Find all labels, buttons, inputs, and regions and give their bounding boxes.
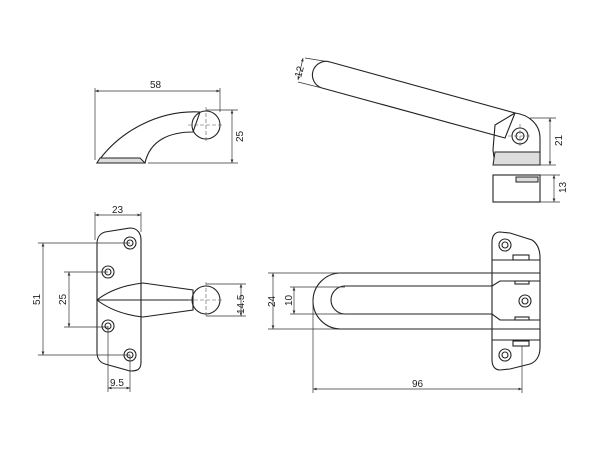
dim-arm-base-height: 21 [554, 134, 565, 146]
arm-view: 12 21 [293, 57, 565, 166]
block-view: 13 [492, 174, 569, 203]
dim-hole-spacing-outer: 51 [32, 293, 43, 305]
dim-side-width: 58 [150, 80, 162, 91]
dim-hole-spacing-inner: 25 [58, 293, 69, 305]
dim-arm-thickness: 12 [293, 65, 307, 79]
dim-plate-width: 23 [112, 205, 124, 216]
dim-ball-diameter: 14.5 [236, 294, 247, 314]
front-view-loop: 24 10 96 [267, 231, 541, 393]
dim-loop-length: 96 [412, 379, 424, 390]
side-view-knob: 58 25 [94, 80, 246, 164]
front-view-knob: 23 51 25 14.5 9.5 [32, 205, 247, 392]
dim-loop-width: 24 [267, 295, 278, 307]
dim-hole-offset: 9.5 [110, 378, 124, 389]
dim-slot-width: 10 [284, 294, 295, 306]
dim-side-height: 25 [235, 130, 246, 142]
dim-block-height: 13 [558, 181, 569, 193]
screw-holes [101, 236, 137, 362]
